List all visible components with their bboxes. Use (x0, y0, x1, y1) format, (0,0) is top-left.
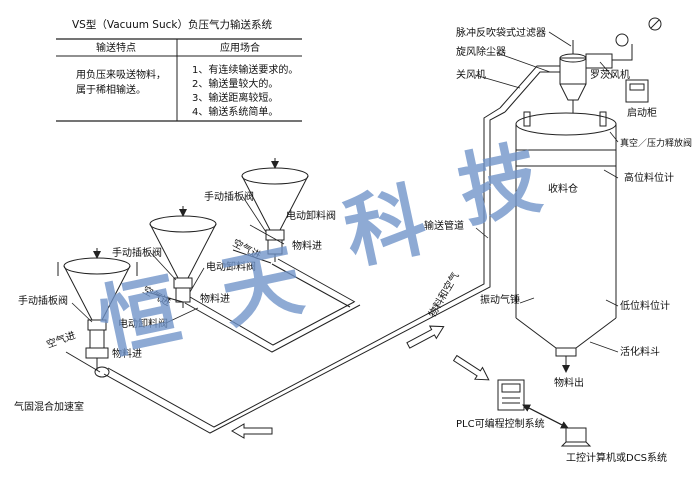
label-pulse-filter: 脉冲反吹袋式过滤器 (456, 26, 546, 39)
feeder-unit-left (57, 248, 138, 370)
table-header-applications: 应用场合 (220, 41, 260, 54)
application-line: 1、有连续输送要求的。 (192, 63, 298, 76)
label-fluidizing-hopper: 活化料斗 (620, 345, 660, 358)
feature-line: 用负压来吸送物料， (76, 68, 166, 81)
conveying-pipes (65, 65, 560, 434)
application-line: 4、输送系统简单。 (192, 105, 278, 118)
label-electric-valve: 电动卸料阀 (206, 260, 256, 273)
diagram-title: VS型（Vacuum Suck）负压气力输送系统 (72, 18, 272, 31)
computer-terminal (560, 427, 592, 447)
label-air-in: 空气进 (45, 328, 78, 350)
roots-blower (585, 33, 633, 69)
label-air-chamber: 气固混合加速室 (14, 400, 84, 413)
label-cyclone: 旋风除尘器 (456, 45, 506, 58)
application-line: 3、输送距离较短。 (192, 91, 278, 104)
application-line: 2、输送量较大的。 (192, 77, 278, 90)
label-pipeline: 输送管道 (424, 219, 464, 232)
watermark-char: 技 (450, 130, 548, 239)
leader-lines (71, 31, 619, 353)
label-material-out: 物料出 (554, 376, 584, 389)
air-chamber (94, 366, 110, 378)
watermark: 恒 天 科 技 (90, 130, 548, 371)
label-manual-gate: 手动插板阀 (204, 190, 254, 203)
flow-arrows (231, 325, 490, 439)
label-vibrator: 振动气锤 (480, 293, 520, 306)
label-low-level: 低位料位计 (620, 299, 670, 312)
watermark-char: 科 (336, 172, 434, 281)
label-vacuum-valve: 真空／压力释放阀 (620, 137, 692, 149)
label-manual-gate: 手动插板阀 (18, 294, 68, 307)
label-roots-blower: 罗茨风机 (590, 68, 630, 81)
label-material-in: 物料进 (292, 239, 322, 252)
receiving-silo (515, 111, 617, 373)
label-high-level: 高位料位计 (624, 171, 674, 184)
label-start-cabinet: 启动柜 (627, 106, 657, 119)
label-plc: PLC可编程控制系统 (456, 417, 545, 430)
features-table: 输送特点 应用场合 用负压来吸送物料， 属于稀相输送。 1、有连续输送要求的。 … (56, 38, 302, 122)
feeder-unit-middle (149, 206, 217, 308)
feeder-unit-right (241, 158, 309, 262)
label-silo: 收料仓 (548, 182, 578, 195)
start-cabinet (625, 79, 649, 103)
label-material-in: 物料进 (200, 292, 230, 305)
table-header-features: 输送特点 (96, 41, 136, 54)
label-electric-valve: 电动卸料阀 (118, 317, 168, 330)
label-electric-valve: 电动卸料阀 (286, 209, 336, 222)
watermark-char: 恒 (90, 262, 188, 371)
label-rotary-valve: 关风机 (456, 68, 486, 81)
plc-cabinet (497, 379, 525, 411)
label-manual-gate: 手动插板阀 (112, 246, 162, 259)
feature-line: 属于稀相输送。 (76, 83, 146, 96)
filter-and-cyclone (559, 40, 587, 113)
label-computer: 工控计算机或DCS系统 (566, 451, 667, 464)
compass-icon (648, 17, 662, 31)
label-material-in: 物料进 (112, 347, 142, 360)
watermark-char: 天 (212, 232, 310, 341)
label-material-air: 物料和空气 (425, 270, 461, 320)
